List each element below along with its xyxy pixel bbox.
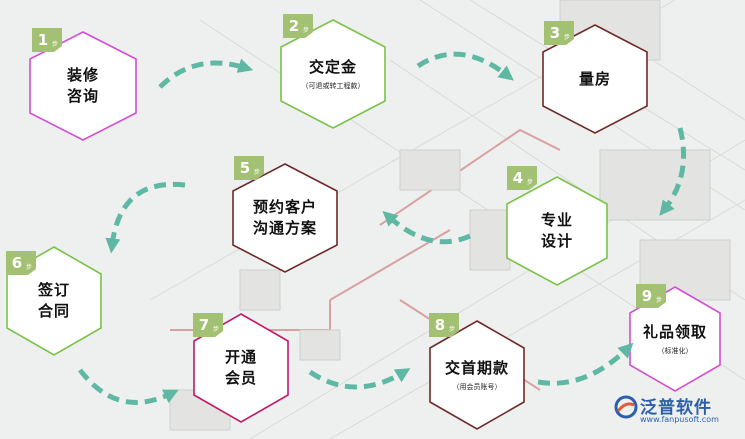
step-4-number: 4: [512, 169, 524, 187]
step-4-title: 专业 设计: [540, 211, 573, 250]
step-8-unit: 步: [449, 326, 456, 333]
step-2-title: 交定金: [308, 58, 357, 76]
arrow-3-to-4: [659, 127, 687, 216]
arrow-7-to-8: [308, 368, 411, 390]
fanpu-logo: 泛普软件 www.fanpusoft.com: [614, 391, 745, 439]
step-3-title: 量房: [578, 69, 611, 88]
step-4-unit: 步: [527, 179, 534, 186]
step-8-subtitle: （用会员账号）: [452, 383, 502, 391]
step-7-hexagon: 开通 会员: [193, 313, 289, 423]
step-6-title: 签订 合同: [37, 281, 70, 320]
step-9-hexagon: 礼品领取 （标准化）: [629, 286, 721, 392]
step-3-hexagon: 量房: [542, 24, 648, 134]
step-2-unit: 步: [303, 27, 310, 34]
arrow-6-to-7: [78, 368, 179, 405]
step-9-subtitle: （标准化）: [657, 347, 693, 355]
step-5-unit: 步: [254, 169, 261, 176]
step-1-unit: 步: [52, 41, 59, 48]
step-4-hexagon: 专业 设计: [506, 176, 608, 286]
logo-brand: 泛普软件: [640, 398, 712, 418]
step-6-unit: 步: [26, 264, 33, 271]
step-6-number: 6: [11, 254, 23, 272]
step-9-number: 9: [641, 287, 653, 305]
step-9-title: 礼品领取: [642, 323, 707, 341]
arrow-8-to-9: [537, 342, 634, 386]
logo-url: www.fanpusoft.com: [640, 415, 719, 424]
step-2-hexagon: 交定金 （可退或转工程款）: [280, 19, 386, 129]
step-9-unit: 步: [656, 297, 663, 304]
step-5-number: 5: [239, 159, 251, 177]
step-5-title: 预约客户 沟通方案: [252, 198, 317, 237]
step-3-unit: 步: [564, 34, 571, 41]
step-3-number: 3: [549, 24, 561, 42]
step-1-title: 装修 咨询: [66, 66, 99, 105]
step-1-hexagon: 装修 咨询: [29, 31, 137, 141]
fanpu-logo-icon: [614, 395, 638, 419]
step-8-title: 交首期款: [444, 359, 509, 377]
step-8-number: 8: [434, 316, 446, 334]
step-7-unit: 步: [213, 326, 220, 333]
step-7-number: 7: [198, 316, 210, 334]
step-8-hexagon: 交首期款 （用会员账号）: [429, 320, 525, 430]
arrow-5-to-6: [105, 181, 186, 254]
step-5-hexagon: 预约客户 沟通方案: [232, 163, 338, 273]
step-1-number: 1: [37, 31, 49, 49]
step-7-title: 开通 会员: [224, 348, 257, 387]
step-2-subtitle: （可退或转工程款）: [301, 82, 365, 90]
arrow-2-to-3: [416, 51, 514, 81]
arrow-1-to-2: [158, 58, 254, 89]
step-2-number: 2: [288, 17, 300, 35]
arrow-4-to-5: [382, 210, 472, 245]
